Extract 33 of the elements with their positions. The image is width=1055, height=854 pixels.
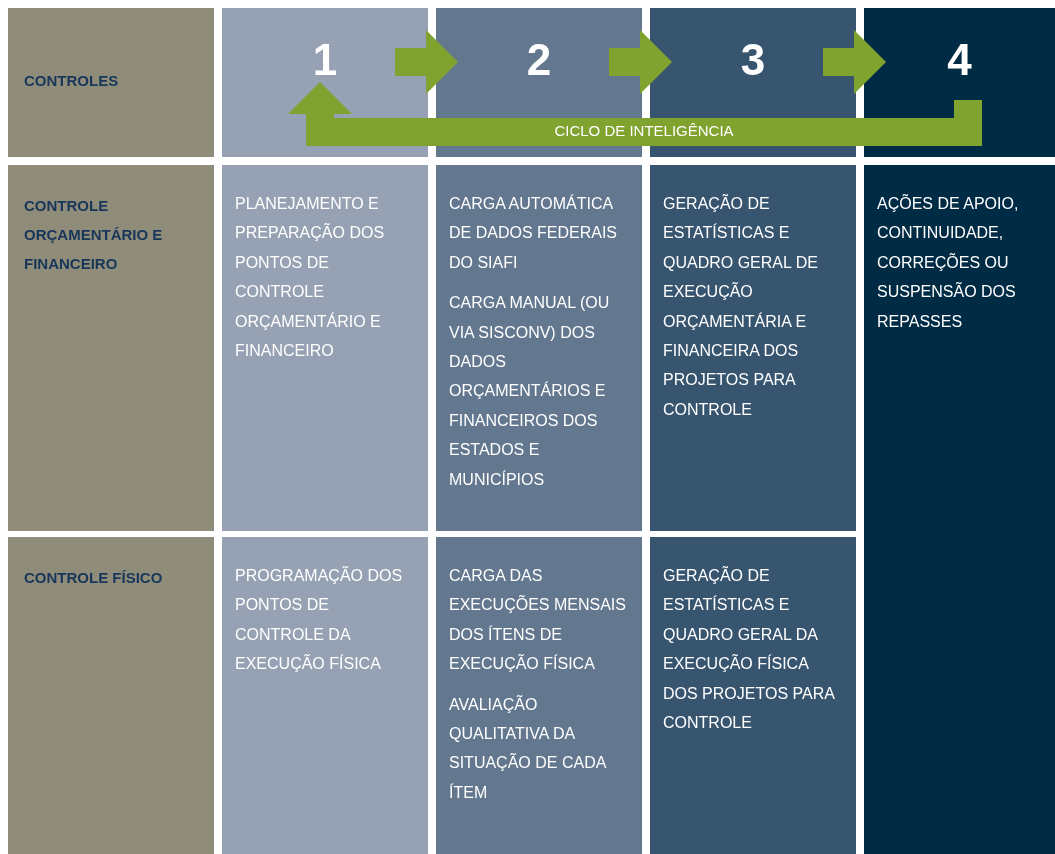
row-heading: CONTROLE ORÇAMENTÁRIO E FINANCEIRO bbox=[24, 196, 164, 274]
arrow bbox=[609, 30, 672, 94]
edge-label: CICLO DE INTELIGÊNCIA bbox=[554, 122, 734, 139]
arrow bbox=[395, 30, 458, 94]
table-cell bbox=[650, 165, 856, 531]
arrow bbox=[288, 82, 982, 146]
step-header bbox=[650, 8, 856, 114]
step-number: 3 bbox=[739, 38, 767, 82]
cell-text: CARGA AUTOMÁTICA DE DADOS FEDERAIS DO SIAFI bbox=[449, 193, 619, 273]
table-cell bbox=[222, 165, 428, 531]
table-cell bbox=[222, 537, 428, 854]
row-header bbox=[8, 165, 214, 531]
arrow bbox=[823, 30, 886, 94]
row-header bbox=[8, 537, 214, 854]
cell-text: GERAÇÃO DE ESTATÍSTICAS E QUADRO GERAL DA EXECUÇÃO FÍSICA DOS PROJETOS PARA CONTROLE bbox=[663, 565, 836, 734]
cell-text: GERAÇÃO DE ESTATÍSTICAS E QUADRO GERAL DE EXECUÇÃO ORÇAMENTÁRIA E FINANCEIRA DOS PROJETOS PARA CONTROLE bbox=[663, 193, 819, 420]
step-header bbox=[436, 8, 642, 114]
cell-text: AÇÕES DE APOIO, CONTINUIDADE, CORREÇÕES OU SUSPENSÃO DOS REPASSES bbox=[877, 193, 1020, 332]
cell-text: PLANEJAMENTO E PREPARAÇÃO DOS PONTOS DE CONTROLE ORÇAMENTÁRIO E FINANCEIRO bbox=[235, 194, 386, 362]
cell-text: PROGRAMAÇÃO DOS PONTOS DE CONTROLE DA EXECUÇÃO FÍSICA bbox=[235, 565, 404, 675]
cell-text: CARGA DAS EXECUÇÕES MENSAIS DOS ÍTENS DE EXECUÇÃO FÍSICA bbox=[449, 566, 627, 675]
table-cell bbox=[436, 165, 642, 531]
step-number: 1 bbox=[311, 38, 339, 82]
row-header bbox=[8, 8, 214, 157]
step-number: 4 bbox=[946, 38, 973, 82]
cell-text: AVALIAÇÃO QUALITATIVA DA SITUAÇÃO DE CADA ÍTEM bbox=[449, 694, 608, 803]
table-cell bbox=[864, 165, 1055, 854]
step-number: 2 bbox=[525, 38, 553, 82]
row-heading: CONTROLE FÍSICO bbox=[24, 568, 164, 588]
table-cell bbox=[436, 537, 642, 854]
row-heading: CONTROLES bbox=[24, 71, 120, 91]
cell-text: CARGA MANUAL (OU VIA SISCONV) DOS DADOS ORÇAMENTÁRIOS E FINANCEIROS DOS ESTADOS E MUNICÍPIOS bbox=[449, 293, 611, 490]
table-cell bbox=[650, 537, 856, 854]
